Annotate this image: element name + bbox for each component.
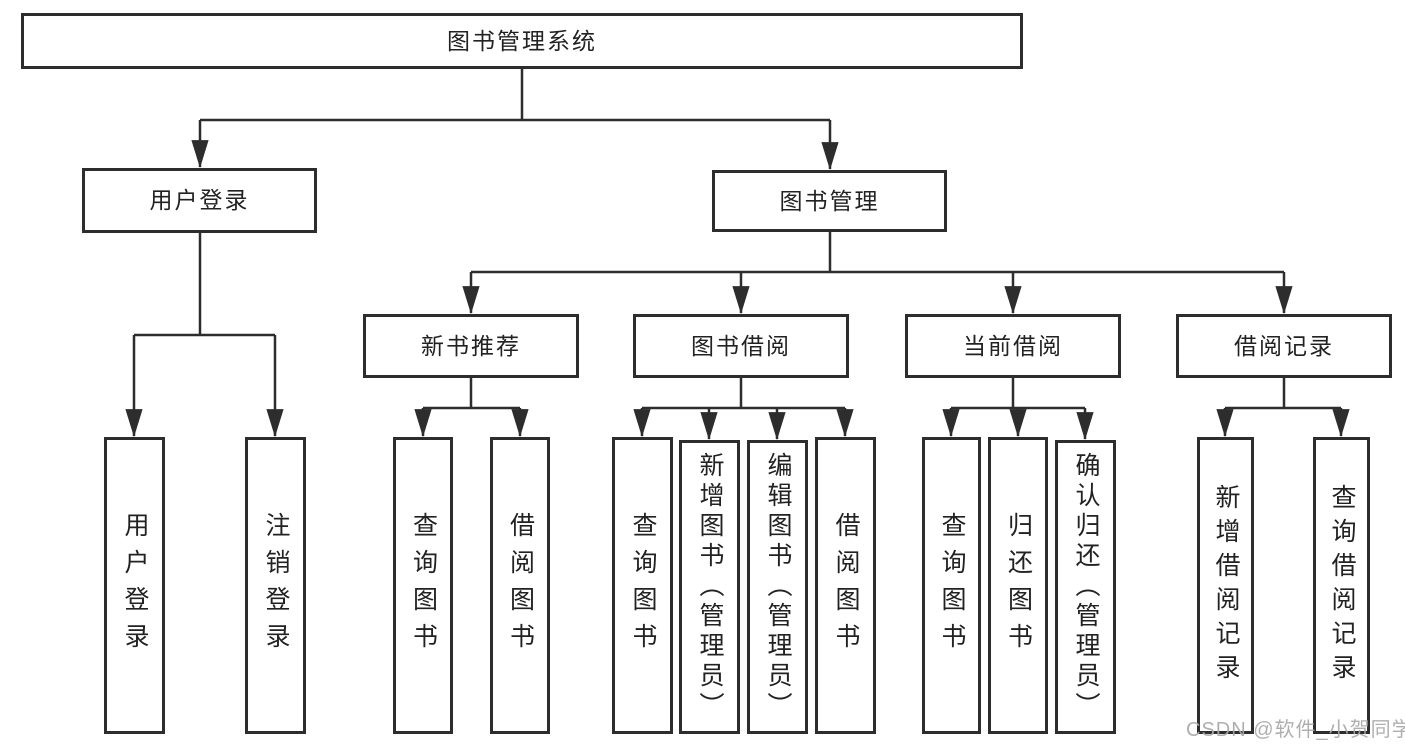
- node-current-borrow-label: 当前借阅: [963, 332, 1063, 359]
- leaf-edit-books-admin: 编辑图书（管理员）: [747, 440, 808, 734]
- leaf-query-books-1-label: 查询图书: [409, 511, 438, 660]
- leaf-return-books: 归还图书: [988, 437, 1048, 734]
- leaf-query-books-2: 查询图书: [612, 437, 673, 734]
- leaf-query-borrow-record: 查询借阅记录: [1313, 437, 1370, 734]
- csdn-watermark: CSDN @软件_小贺同学: [1186, 719, 1405, 741]
- node-library-system: 图书管理系统: [21, 13, 1023, 69]
- node-user-login-label: 用户登录: [149, 187, 250, 213]
- node-borrow-records-label: 借阅记录: [1234, 332, 1334, 359]
- node-library-system-label: 图书管理系统: [447, 27, 597, 54]
- node-book-borrow-label: 图书借阅: [691, 332, 791, 359]
- leaf-user-login: 用户登录: [104, 437, 165, 734]
- leaf-borrow-books-1-label: 借阅图书: [506, 511, 535, 660]
- leaf-query-books-2-label: 查询图书: [629, 511, 657, 660]
- leaf-edit-books-admin-label: 编辑图书（管理员）: [764, 452, 792, 722]
- leaf-query-books-3: 查询图书: [922, 437, 981, 734]
- node-current-borrow: 当前借阅: [905, 314, 1121, 378]
- leaf-query-books-1: 查询图书: [393, 437, 453, 734]
- leaf-borrow-books-2-label: 借阅图书: [832, 511, 860, 660]
- leaf-borrow-books-1: 借阅图书: [490, 437, 550, 734]
- leaf-add-borrow-record: 新增借阅记录: [1197, 437, 1254, 734]
- node-user-login: 用户登录: [82, 168, 317, 233]
- node-book-management: 图书管理: [712, 170, 947, 232]
- leaf-confirm-return-admin: 确认归还（管理员）: [1055, 440, 1116, 734]
- leaf-add-borrow-record-label: 新增借阅记录: [1212, 483, 1240, 688]
- leaf-add-books-admin-label: 新增图书（管理员）: [696, 452, 724, 722]
- leaf-query-books-3-label: 查询图书: [938, 511, 966, 660]
- node-new-book-recommend: 新书推荐: [363, 314, 579, 378]
- node-book-borrow: 图书借阅: [633, 314, 849, 378]
- leaf-logout-label: 注销登录: [262, 511, 290, 660]
- node-new-book-recommend-label: 新书推荐: [421, 332, 521, 359]
- node-borrow-records: 借阅记录: [1176, 314, 1392, 378]
- leaf-return-books-label: 归还图书: [1004, 511, 1033, 660]
- leaf-add-books-admin: 新增图书（管理员）: [679, 440, 740, 734]
- node-book-management-label: 图书管理: [779, 187, 880, 214]
- leaf-user-login-label: 用户登录: [121, 511, 149, 660]
- leaf-logout: 注销登录: [245, 437, 306, 734]
- leaf-query-borrow-record-label: 查询借阅记录: [1328, 483, 1356, 688]
- leaf-borrow-books-2: 借阅图书: [815, 437, 876, 734]
- leaf-confirm-return-admin-label: 确认归还（管理员）: [1072, 452, 1100, 722]
